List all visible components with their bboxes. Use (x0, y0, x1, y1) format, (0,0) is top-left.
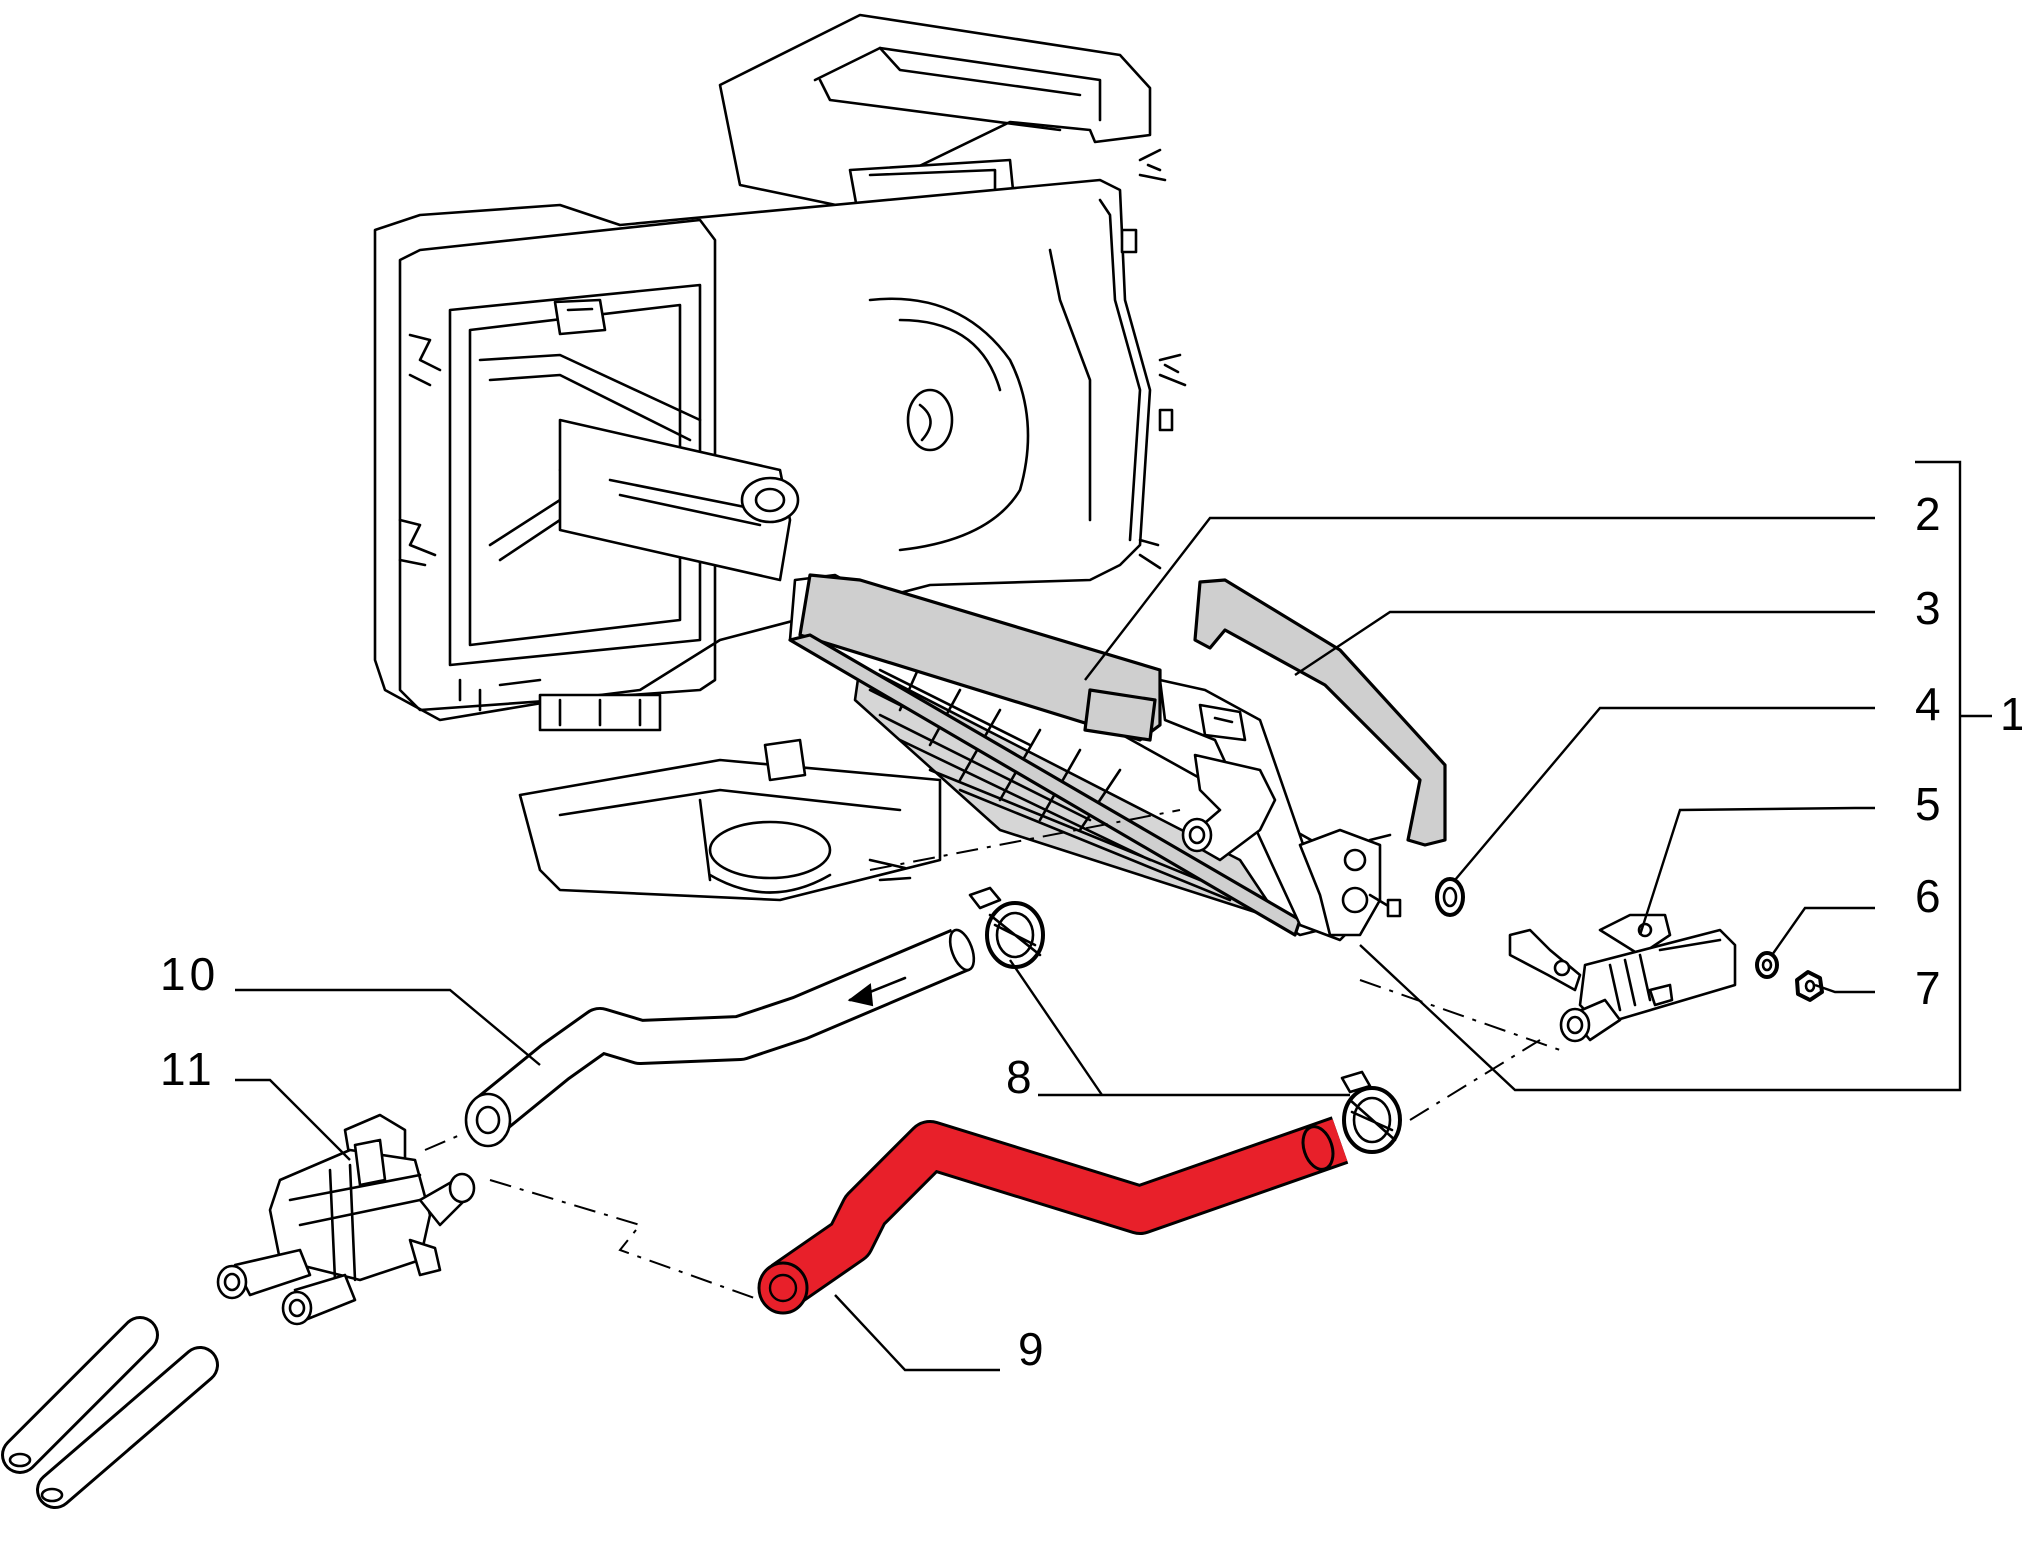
hose-10 (464, 928, 976, 1148)
heater-housing (373, 13, 1187, 902)
callout-8: 8 (1006, 1051, 1036, 1103)
callout-3: 3 (1915, 582, 1945, 634)
callout-7: 7 (1915, 962, 1945, 1014)
foam-gasket-3 (1193, 578, 1447, 847)
hose-9-highlighted (757, 1116, 1349, 1315)
heater-core (788, 573, 1402, 942)
nut-7 (1795, 970, 1824, 1002)
callout-4: 4 (1915, 678, 1945, 730)
callout-10: 10 (160, 948, 219, 1000)
o-ring-4 (1435, 877, 1465, 917)
hose-clamp-8b (1340, 1070, 1402, 1154)
leader-lines (235, 460, 1992, 1372)
callout-9: 9 (1018, 1323, 1048, 1375)
hose-clamp-8a (968, 886, 1045, 969)
callout-5: 5 (1915, 778, 1945, 830)
callout-6: 6 (1915, 870, 1945, 922)
washer-6 (1755, 951, 1779, 979)
callout-11: 11 (160, 1043, 216, 1095)
foam-seal-top (798, 573, 1162, 742)
water-valve-11 (216, 1113, 476, 1326)
loose-hoses (1, 1316, 219, 1509)
heater-valve-5 (1508, 913, 1737, 1043)
callout-1: 1 (2000, 688, 2022, 740)
callout-2: 2 (1915, 488, 1945, 540)
